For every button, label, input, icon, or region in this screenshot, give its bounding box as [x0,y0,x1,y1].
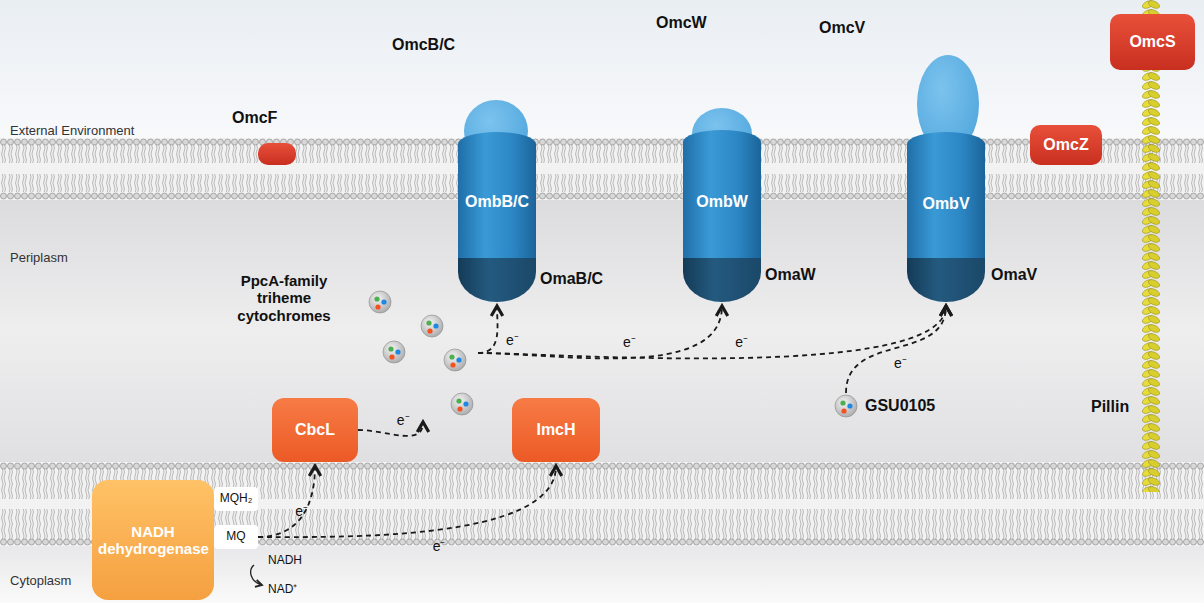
metabolite-label: NADH [268,553,302,567]
electron-label: e⁻ [506,333,519,347]
node-label: OmbB/C [465,193,529,211]
cytochrome-box: OmcS [1110,14,1195,70]
node-label: OmcB/C [392,36,455,54]
periplasmic-cytochrome: OmaW [683,258,761,302]
node-label: PpcA-family triheme cytochromes [218,272,350,324]
node-label: OmcZ [1043,136,1088,154]
electron-flow-arrow [258,466,315,537]
node-label: OmcS [1129,33,1175,51]
electron-flow-arrow [358,422,423,436]
cytochrome-cluster: PpcA-family triheme cytochromes [368,288,478,418]
region-label: Periplasm [10,250,68,265]
electron-label: e⁻ [295,504,308,518]
node-label: MQH₂ [220,492,253,506]
porin-barrel: OmbW [683,130,761,275]
node-label: Pillin [1091,398,1129,416]
quinone-box: MQ [214,525,258,549]
node-label: OmaW [765,266,816,284]
cytochrome-box: OmcZ [1030,125,1102,165]
membrane-protein: ImcH [512,398,600,462]
node-label: OmcV [819,19,865,37]
electron-flow-arrow [478,306,722,358]
node-label: ImcH [536,421,575,439]
electron-flow-arrow [258,466,556,537]
electron-label: e⁻ [397,413,410,427]
membrane-protein: CbcL [272,398,358,462]
node-label: OmbW [696,193,748,211]
nadh-arrow [251,565,262,585]
electron-label: e⁻ [433,539,446,553]
node-label: GSU0105 [865,397,935,415]
porin-barrel: OmbB/C [458,132,536,272]
node-label: OmbV [922,195,969,213]
node-label: OmaV [991,266,1037,284]
node-label: CbcL [295,421,335,439]
electron-label: e⁻ [894,356,907,370]
quinone-box: MQH₂ [214,487,258,511]
electron-flow-arrow [846,306,946,393]
electron-label: e⁻ [623,335,636,349]
periplasmic-cytochrome: OmaB/C [458,258,536,302]
electron-flow-arrow [478,306,946,358]
porin-barrel: OmbV [907,132,985,277]
node-label: NADH dehydrogenase [98,523,208,558]
node-label: OmcF [232,109,277,127]
region-label: External Environment [10,123,134,138]
electron-flow-arrow [478,306,498,353]
cytochrome-circle: GSU0105 [833,393,859,419]
triheme-cytochromes [369,291,857,417]
metabolite-label: NAD⁺ [268,580,297,597]
node-label: OmaB/C [540,270,603,288]
region-label: Cytoplasm [10,573,71,588]
cytochrome-box: OmcF [258,143,296,165]
enzyme-box: NADH dehydrogenase [92,480,214,600]
node-label: OmcW [656,14,707,32]
pilus: Pillin [1141,0,1161,492]
node-label: MQ [226,530,245,544]
periplasmic-cytochrome: OmaV [907,258,985,302]
electron-label: e⁻ [735,335,748,349]
